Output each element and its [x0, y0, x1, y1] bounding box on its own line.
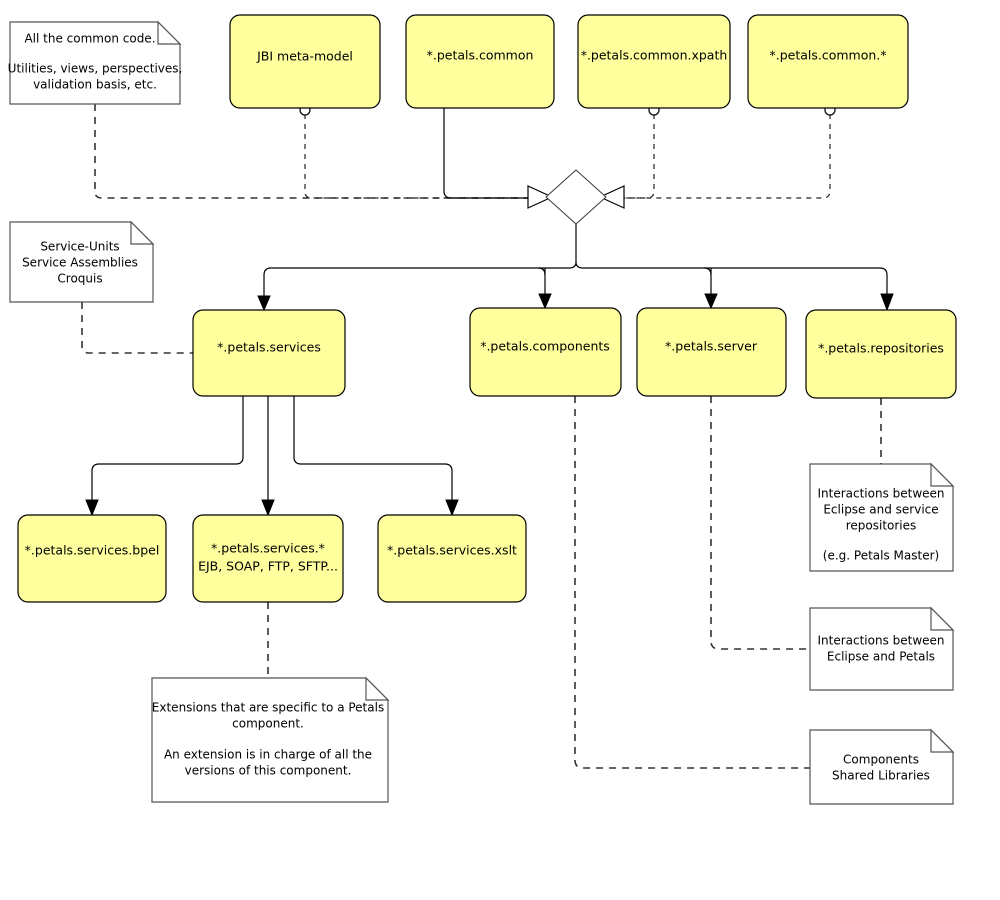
arrowhead-xslt [445, 499, 459, 517]
package-label: *.petals.common [427, 48, 534, 63]
note-line: Utilities, views, perspectives, [8, 62, 183, 76]
arrowhead-components [538, 293, 552, 310]
edge-note-service-units-to-services [81, 302, 193, 354]
package-sublabel: EJB, SOAP, FTP, SFTP... [198, 559, 338, 574]
note-line: Interactions between [817, 634, 944, 648]
note-line: Croquis [57, 272, 102, 286]
note-line: versions of this component. [185, 764, 352, 778]
package-node-common[interactable]: *.petals.common [405, 14, 555, 109]
note-line: Eclipse and Petals [827, 650, 935, 664]
note-body [9, 21, 181, 105]
note-fold-corner-icon [157, 20, 182, 45]
package-node-services-star[interactable]: *.petals.services.* EJB, SOAP, FTP, SFTP… [192, 514, 344, 603]
note-body [809, 607, 954, 691]
package-box [229, 14, 381, 109]
note-line: validation basis, etc. [33, 78, 157, 92]
package-box [577, 14, 731, 109]
arrowhead-server [704, 293, 718, 310]
note-fold-corner-icon [930, 462, 955, 487]
package-label: *.petals.services.xslt [387, 543, 517, 558]
note-all-common-code[interactable]: All the common code. Utilities, views, p… [8, 20, 183, 105]
note-body [9, 221, 154, 303]
edge-bus-elbow-components [537, 267, 546, 276]
edge-common-to-merge [443, 108, 546, 199]
note-line: repositories [846, 519, 917, 533]
arrowhead-bpel [85, 499, 99, 517]
note-line: All the common code. [24, 32, 155, 46]
package-label: *.petals.services.bpel [25, 543, 160, 558]
note-components-shared-libraries[interactable]: Components Shared Libraries [809, 728, 955, 805]
edge-services-to-bpel [91, 396, 244, 500]
package-box [17, 514, 167, 603]
edge-bus-right [575, 261, 888, 294]
package-node-services-bpel[interactable]: *.petals.services.bpel [17, 514, 167, 603]
package-box [469, 307, 622, 397]
note-fold-corner-icon [930, 606, 955, 631]
note-eclipse-and-petals[interactable]: Interactions between Eclipse and Petals [809, 606, 955, 691]
edge-note-common-code-to-merge [94, 104, 540, 199]
package-label: JBI meta-model [256, 49, 353, 64]
package-label: *.petals.repositories [818, 341, 944, 356]
note-line: component. [232, 717, 304, 731]
edge-services-to-xslt [293, 396, 453, 500]
package-label: *.petals.components [480, 339, 610, 354]
note-line: Service Assemblies [22, 256, 138, 270]
note-line: Shared Libraries [832, 769, 930, 783]
package-label: *.petals.common.* [769, 48, 886, 63]
package-label: *.petals.services [217, 340, 321, 355]
package-box [805, 309, 957, 399]
note-line: Interactions between [817, 487, 944, 501]
note-service-units[interactable]: Service-Units Service Assemblies Croquis [9, 220, 155, 303]
note-line: Extensions that are specific to a Petals [152, 701, 384, 715]
note-body [151, 677, 389, 803]
package-node-components[interactable]: *.petals.components [469, 307, 622, 397]
package-box [636, 307, 787, 397]
package-node-common-xpath[interactable]: *.petals.common.xpath [577, 14, 731, 109]
note-extensions[interactable]: Extensions that are specific to a Petals… [151, 676, 390, 803]
edge-commonxpath-to-merge [606, 114, 655, 199]
note-fold-corner-icon [130, 220, 155, 245]
edge-server-to-note [710, 396, 810, 650]
package-box [405, 14, 555, 109]
edge-jbi-to-merge [304, 114, 545, 199]
note-body [809, 463, 954, 572]
edge-bus-left [263, 261, 577, 296]
edge-components-to-note [574, 396, 810, 769]
package-box [747, 14, 909, 109]
arrowhead-repositories [880, 293, 894, 312]
package-node-services-xslt[interactable]: *.petals.services.xslt [377, 514, 527, 603]
package-node-common-star[interactable]: *.petals.common.* [747, 14, 909, 109]
arrowhead-into-merge-left [527, 185, 554, 209]
package-label: *.petals.common.xpath [581, 48, 728, 63]
package-node-server[interactable]: *.petals.server [636, 307, 787, 397]
package-box [192, 309, 346, 397]
note-line: (e.g. Petals Master) [823, 549, 939, 563]
note-line: Service-Units [40, 240, 119, 254]
merge-diamond-node[interactable] [545, 169, 607, 225]
package-box [377, 514, 527, 603]
note-fold-corner-icon [930, 728, 955, 753]
edge-bus-elbow-server [703, 267, 712, 276]
arrowhead-into-merge-right [598, 185, 625, 209]
note-line: Eclipse and service [823, 503, 938, 517]
edge-commonstar-to-merge [607, 114, 831, 199]
package-label: *.petals.services.* [211, 541, 325, 556]
package-node-repositories[interactable]: *.petals.repositories [805, 309, 957, 399]
note-line: Components [843, 753, 919, 767]
note-line: An extension is in charge of all the [164, 748, 372, 762]
package-node-services[interactable]: *.petals.services [192, 309, 346, 397]
package-box [192, 514, 344, 603]
package-label: *.petals.server [665, 339, 758, 354]
arrowhead-services [257, 295, 271, 312]
merge-diamond-shape [545, 169, 607, 225]
note-fold-corner-icon [365, 676, 390, 701]
package-node-jbi[interactable]: JBI meta-model [229, 14, 381, 109]
arrowhead-servicesstar [261, 499, 275, 517]
note-body [809, 729, 954, 805]
note-eclipse-service-repositories[interactable]: Interactions between Eclipse and service… [809, 462, 955, 572]
